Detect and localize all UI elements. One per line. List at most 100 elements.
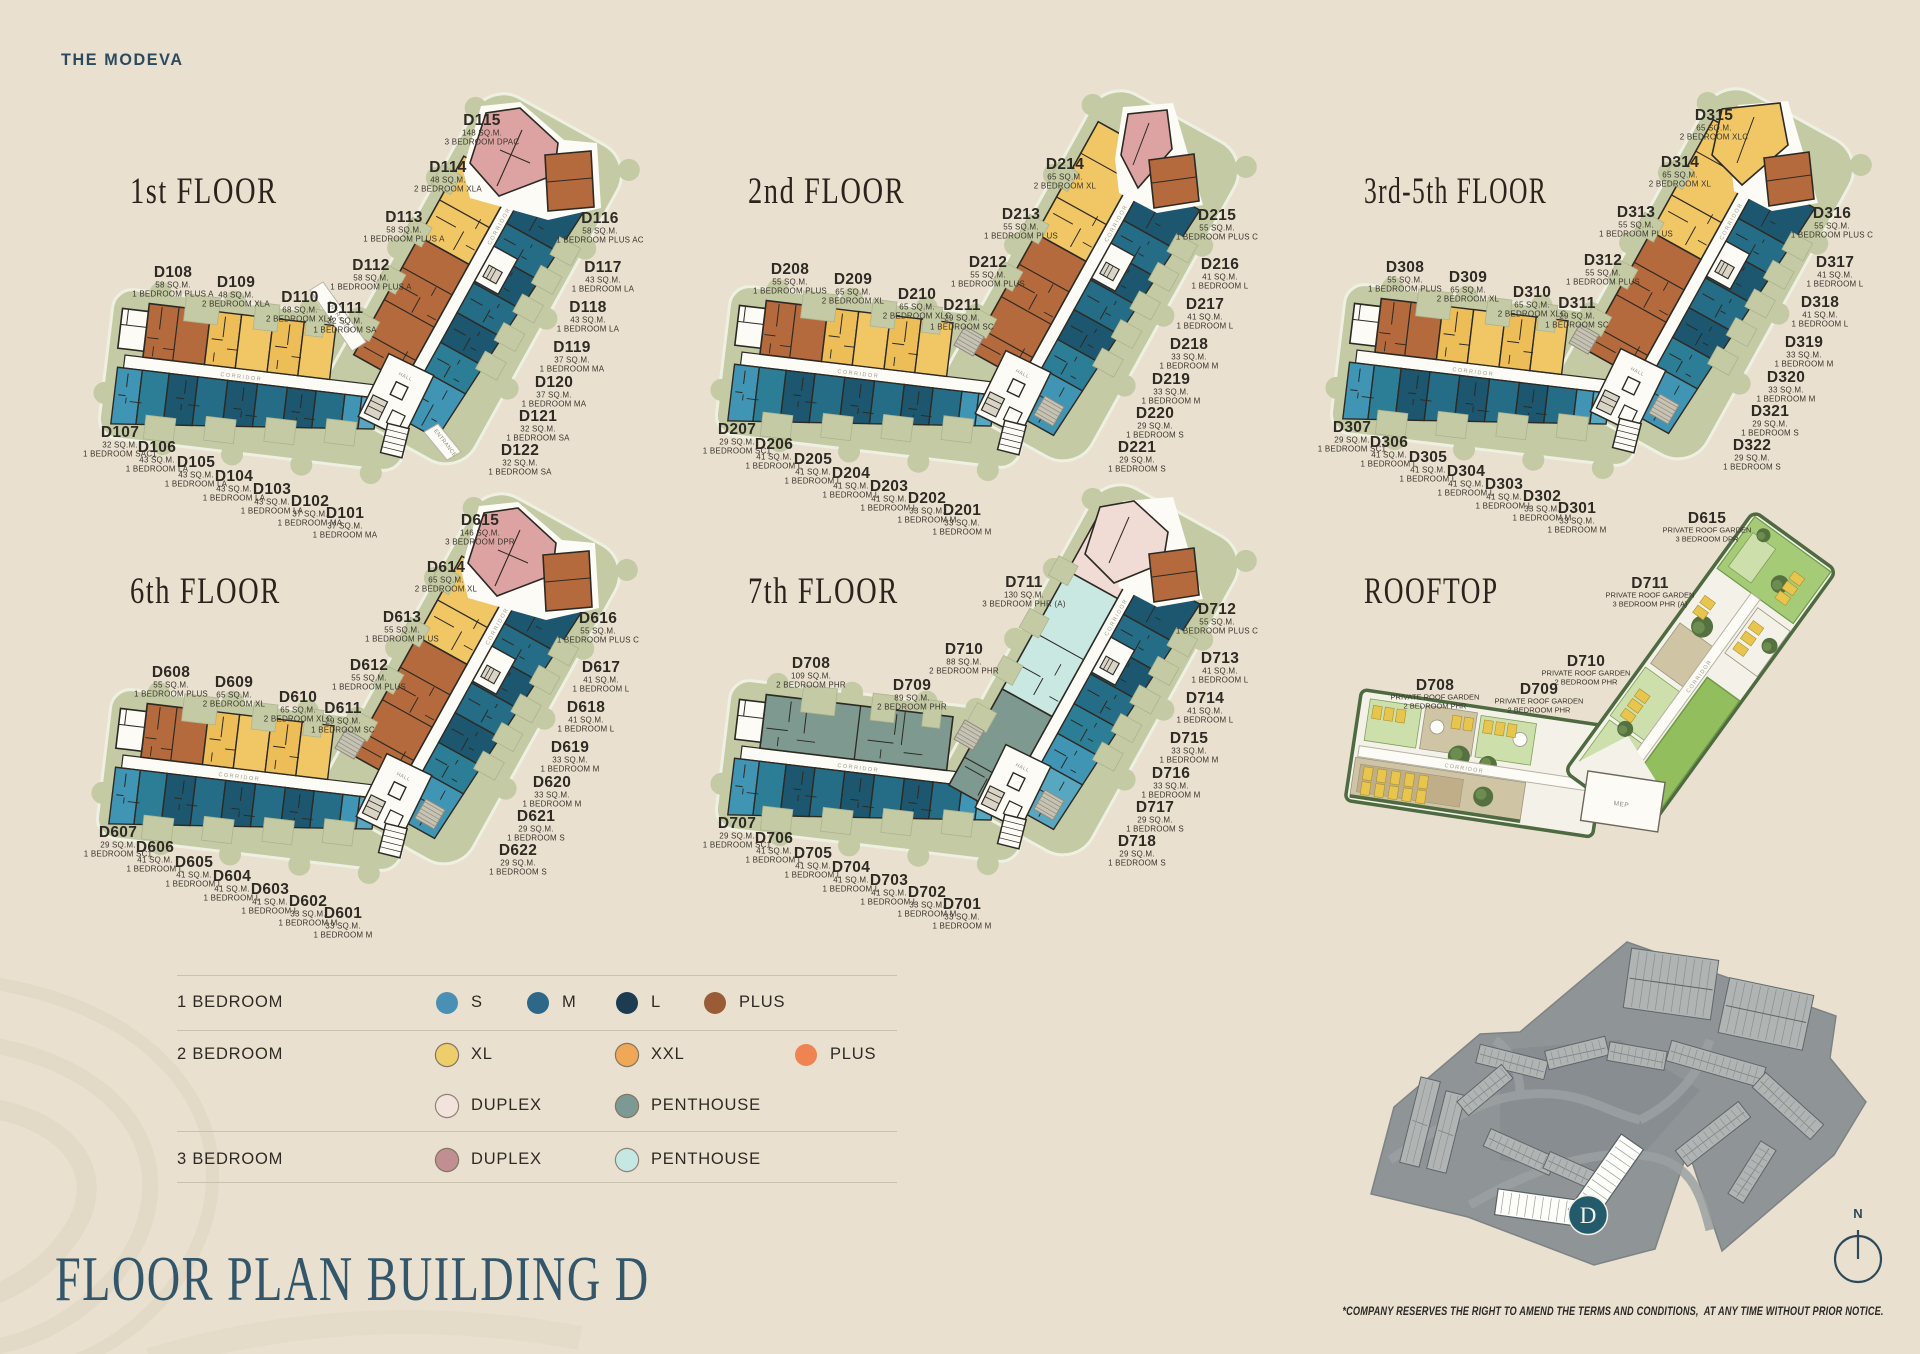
svg-text:D601: D601 [324, 905, 362, 922]
svg-text:D602: D602 [289, 893, 327, 910]
svg-text:1 BEDROOM L: 1 BEDROOM L [1177, 716, 1234, 725]
svg-text:58 SQ.M.: 58 SQ.M. [353, 274, 388, 283]
svg-text:2 BEDROOM PHR: 2 BEDROOM PHR [1555, 678, 1619, 687]
svg-text:D114: D114 [429, 159, 466, 176]
svg-text:D605: D605 [175, 854, 213, 871]
svg-text:43 SQ.M.: 43 SQ.M. [178, 471, 213, 480]
svg-text:D706: D706 [755, 830, 793, 847]
svg-text:29 SQ.M.: 29 SQ.M. [1119, 456, 1154, 465]
svg-text:65 SQ.M.: 65 SQ.M. [1662, 171, 1697, 180]
svg-text:2 BEDROOM PHR: 2 BEDROOM PHR [776, 681, 846, 690]
svg-text:1 BEDROOM LA: 1 BEDROOM LA [241, 507, 304, 516]
svg-text:D310: D310 [1513, 284, 1551, 301]
svg-text:1 BEDROOM L: 1 BEDROOM L [204, 894, 261, 903]
svg-text:D710: D710 [945, 641, 983, 658]
svg-text:2 BEDROOM PHR: 2 BEDROOM PHR [929, 667, 999, 676]
svg-text:D322: D322 [1733, 437, 1771, 454]
svg-text:33 SQ.M.: 33 SQ.M. [1524, 505, 1559, 514]
svg-text:D306: D306 [1370, 434, 1408, 451]
svg-text:55 SQ.M.: 55 SQ.M. [351, 674, 386, 683]
svg-text:3 BEDROOM DPR: 3 BEDROOM DPR [1676, 535, 1740, 544]
svg-text:D620: D620 [533, 774, 571, 791]
svg-text:65 SQ.M.: 65 SQ.M. [1696, 124, 1731, 133]
svg-text:65 SQ.M.: 65 SQ.M. [835, 288, 870, 297]
svg-text:D318: D318 [1801, 294, 1839, 311]
svg-text:D101: D101 [326, 505, 364, 522]
svg-text:1 BEDROOM SC1: 1 BEDROOM SC1 [703, 841, 772, 850]
svg-text:D707: D707 [718, 815, 756, 832]
svg-text:41 SQ.M.: 41 SQ.M. [871, 889, 906, 898]
svg-text:2 BEDROOM XLC: 2 BEDROOM XLC [883, 312, 951, 321]
svg-text:1 BEDROOM LA: 1 BEDROOM LA [557, 325, 620, 334]
svg-text:109 SQ.M.: 109 SQ.M. [791, 672, 831, 681]
svg-text:33 SQ.M.: 33 SQ.M. [290, 910, 325, 919]
svg-text:43 SQ.M.: 43 SQ.M. [139, 456, 174, 465]
svg-text:MEP: MEP [1613, 800, 1629, 809]
svg-text:1 BEDROOM M: 1 BEDROOM M [1512, 514, 1571, 523]
svg-text:1 BEDROOM M: 1 BEDROOM M [1141, 791, 1200, 800]
svg-text:D220: D220 [1136, 405, 1174, 422]
svg-text:1 BEDROOM S: 1 BEDROOM S [1741, 429, 1799, 438]
svg-text:55 SQ.M.: 55 SQ.M. [1387, 276, 1422, 285]
svg-text:D712: D712 [1198, 601, 1236, 618]
svg-text:65 SQ.M.: 65 SQ.M. [1514, 301, 1549, 310]
svg-text:43 SQ.M.: 43 SQ.M. [254, 498, 289, 507]
svg-text:HALL: HALL [395, 771, 411, 783]
svg-text:33 SQ.M.: 33 SQ.M. [909, 901, 944, 910]
svg-text:D703: D703 [870, 872, 908, 889]
svg-text:D204: D204 [832, 465, 870, 482]
svg-text:55 SQ.M.: 55 SQ.M. [1618, 221, 1653, 230]
svg-text:1 BEDROOM M: 1 BEDROOM M [540, 765, 599, 774]
svg-text:55 SQ.M.: 55 SQ.M. [1199, 618, 1234, 627]
svg-text:D113: D113 [385, 209, 422, 226]
svg-text:1 BEDROOM L: 1 BEDROOM L [746, 856, 803, 865]
svg-text:55 SQ.M.: 55 SQ.M. [1003, 223, 1038, 232]
svg-text:D121: D121 [519, 408, 557, 425]
svg-text:3 BEDROOM DPR: 3 BEDROOM DPR [445, 538, 515, 547]
svg-text:D319: D319 [1785, 334, 1823, 351]
svg-text:1 BEDROOM LA: 1 BEDROOM LA [572, 285, 635, 294]
svg-text:1 BEDROOM L: 1 BEDROOM L [1807, 280, 1864, 289]
svg-text:2 BEDROOM XLA: 2 BEDROOM XLA [414, 185, 482, 194]
svg-text:PRIVATE ROOF GARDEN: PRIVATE ROOF GARDEN [1606, 591, 1695, 600]
svg-text:D615: D615 [461, 512, 499, 529]
svg-text:1 BEDROOM L: 1 BEDROOM L [785, 871, 842, 880]
svg-text:32 SQ.M.: 32 SQ.M. [327, 317, 362, 326]
svg-text:1 BEDROOM SC: 1 BEDROOM SC [311, 726, 375, 735]
svg-text:1 BEDROOM PLUS: 1 BEDROOM PLUS [951, 280, 1025, 289]
svg-text:D312: D312 [1584, 252, 1622, 269]
svg-text:41 SQ.M.: 41 SQ.M. [568, 716, 603, 725]
svg-text:1 BEDROOM S: 1 BEDROOM S [1126, 431, 1184, 440]
svg-text:D716: D716 [1152, 765, 1190, 782]
svg-text:CORRIDOR: CORRIDOR [837, 763, 879, 774]
svg-text:D119: D119 [553, 339, 590, 356]
svg-text:41 SQ.M.: 41 SQ.M. [137, 856, 172, 865]
svg-text:1 BEDROOM M: 1 BEDROOM M [932, 528, 991, 537]
svg-text:D106: D106 [138, 439, 176, 456]
svg-text:1 BEDROOM PLUS: 1 BEDROOM PLUS [1599, 230, 1673, 239]
svg-text:29 SQ.M.: 29 SQ.M. [100, 841, 135, 850]
svg-text:29 SQ.M.: 29 SQ.M. [1334, 436, 1369, 445]
svg-text:D309: D309 [1449, 269, 1487, 286]
svg-text:D603: D603 [251, 881, 289, 898]
svg-text:65 SQ.M.: 65 SQ.M. [280, 706, 315, 715]
svg-text:58 SQ.M.: 58 SQ.M. [155, 281, 190, 290]
svg-text:2 BEDROOM XL: 2 BEDROOM XL [1437, 295, 1500, 304]
svg-text:33 SQ.M.: 33 SQ.M. [552, 756, 587, 765]
svg-text:41 SQ.M.: 41 SQ.M. [1202, 667, 1237, 676]
svg-text:1 BEDROOM L: 1 BEDROOM L [1192, 282, 1249, 291]
svg-text:2 BEDROOM XL: 2 BEDROOM XL [415, 585, 478, 594]
svg-text:D317: D317 [1816, 254, 1854, 271]
svg-text:D618: D618 [567, 699, 605, 716]
svg-text:1 BEDROOM M: 1 BEDROOM M [1547, 526, 1606, 535]
svg-text:PRIVATE ROOF GARDEN: PRIVATE ROOF GARDEN [1663, 526, 1752, 535]
svg-text:1 BEDROOM PLUS C: 1 BEDROOM PLUS C [1791, 231, 1873, 240]
svg-text:29 SQ.M.: 29 SQ.M. [1119, 850, 1154, 859]
svg-text:1 BEDROOM PLUS C: 1 BEDROOM PLUS C [1176, 627, 1258, 636]
svg-text:D711: D711 [1631, 575, 1668, 592]
svg-text:1 BEDROOM L: 1 BEDROOM L [823, 885, 880, 894]
svg-text:D708: D708 [1416, 677, 1454, 694]
svg-text:43 SQ.M.: 43 SQ.M. [570, 316, 605, 325]
svg-text:29 SQ.M.: 29 SQ.M. [500, 859, 535, 868]
svg-text:29 SQ.M.: 29 SQ.M. [1752, 420, 1787, 429]
